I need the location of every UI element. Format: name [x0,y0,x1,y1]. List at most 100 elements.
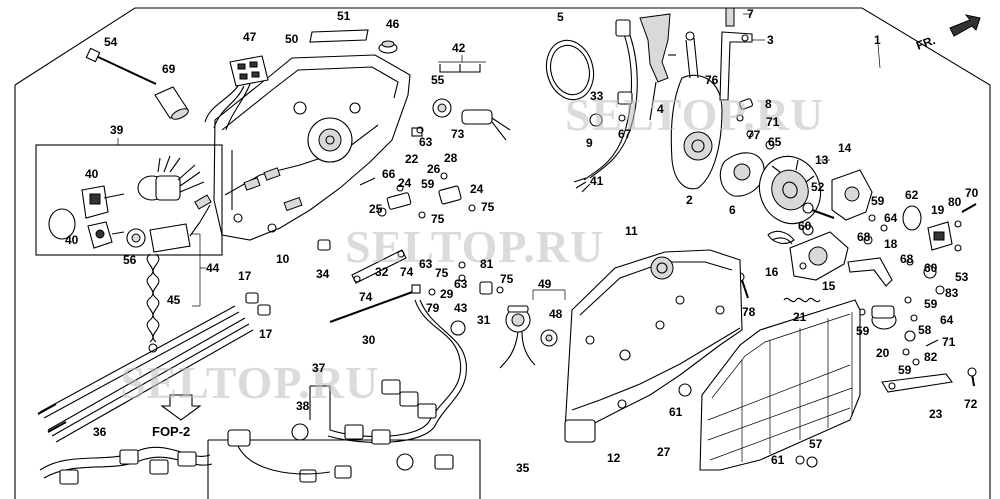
callout-39: 39 [110,123,124,137]
cover-plate-12 [564,249,743,443]
callout-59a: 59 [421,177,435,191]
callout-42: 42 [452,41,466,55]
callout-1: 1 [874,33,881,47]
frame-outline [14,7,991,499]
callout-68b: 68 [900,252,914,266]
callout-65: 65 [768,135,782,149]
callout-60a: 60 [798,219,812,233]
callout-35: 35 [516,461,530,475]
callout-26: 26 [427,162,441,176]
return-spring [725,7,735,27]
trim-button-19 [902,203,977,251]
trim-wiring-41 [573,19,638,193]
callout-59c: 59 [924,297,938,311]
callout-63a: 63 [419,135,433,149]
callout-76: 76 [705,73,719,87]
callout-52: 52 [811,180,825,194]
wire-harness-left [39,446,213,485]
callout-4: 4 [657,102,664,116]
callout-20: 20 [876,346,890,360]
callout-49: 49 [538,277,552,291]
callout-6: 6 [729,203,736,217]
housing-left [213,54,411,241]
callout-23: 23 [929,407,943,421]
callout-25: 25 [369,202,383,216]
callout-57: 57 [809,437,823,451]
watermark-bottom: SELTOP.RU [120,357,379,408]
lever-plate-2 [670,31,723,190]
callout-62: 62 [905,188,919,202]
inset-box-39 [35,144,223,256]
callout-2: 2 [686,193,693,207]
sensor-20 [858,305,897,330]
callout-16: 16 [765,265,779,279]
callout-66: 66 [382,167,396,181]
callout-38: 38 [296,399,310,413]
callout-36: 36 [93,425,107,439]
control-cables [37,305,254,443]
callout-81: 81 [480,257,494,271]
callout-67: 67 [618,127,632,141]
callout-61b: 61 [771,453,785,467]
callout-12: 12 [607,451,621,465]
callout-28: 28 [444,151,458,165]
callout-40b: 40 [65,233,79,247]
callout-17b: 17 [259,327,273,341]
callout-14: 14 [838,141,852,155]
callout-58: 58 [918,323,932,337]
callout-45: 45 [167,293,181,307]
callout-21: 21 [793,310,807,324]
stop-switch [126,194,212,253]
spring-21 [783,297,821,303]
ref-arrow [160,394,202,421]
watermark-top: SELTOP.RU [565,89,824,140]
callout-9: 9 [586,136,593,150]
callout-80: 80 [948,195,962,209]
callout-17a: 17 [238,269,252,283]
callout-73: 73 [451,127,465,141]
callout-75a: 75 [431,212,445,226]
callout-54: 54 [104,35,118,49]
callout-34: 34 [316,267,330,281]
callout-53: 53 [955,270,969,284]
callout-40a: 40 [85,167,99,181]
callout-31: 31 [477,313,491,327]
callout-64b: 64 [940,313,954,327]
throttle-rod [329,284,421,323]
callout-74a: 74 [359,290,373,304]
callout-64a: 64 [884,211,898,225]
callout-78: 78 [742,305,756,319]
callout-10: 10 [276,252,290,266]
ignition-key-assy [48,185,125,249]
arm-23 [881,373,953,393]
callout-75d: 75 [500,272,514,286]
callout-46: 46 [386,17,400,31]
callout-51: 51 [337,9,351,23]
callout-43: 43 [454,301,468,315]
callout-33: 33 [590,89,604,103]
callout-56: 56 [123,253,137,267]
callout-13: 13 [815,153,829,167]
spacer-tube [154,86,189,120]
callout-69: 69 [162,62,176,76]
arm-18 [847,257,893,287]
label-plate [309,29,369,43]
callout-11: 11 [625,224,638,238]
callout-79: 79 [426,301,440,315]
callout-29: 29 [440,287,454,301]
callout-7: 7 [747,7,754,21]
callout-55: 55 [431,73,445,87]
callout-63b: 63 [419,257,433,271]
coiled-lanyard [146,253,160,353]
callout-24a: 24 [398,176,412,190]
leader-lines [117,13,881,307]
callout-60b: 60 [924,261,938,275]
callout-32: 32 [375,265,389,279]
callout-75c: 75 [435,266,449,280]
friction-plate-13 [758,155,822,225]
callout-71a: 71 [766,115,780,129]
ref-label: FOP-2 [152,424,190,439]
callout-37: 37 [312,361,326,375]
callout-71b: 71 [942,335,956,349]
